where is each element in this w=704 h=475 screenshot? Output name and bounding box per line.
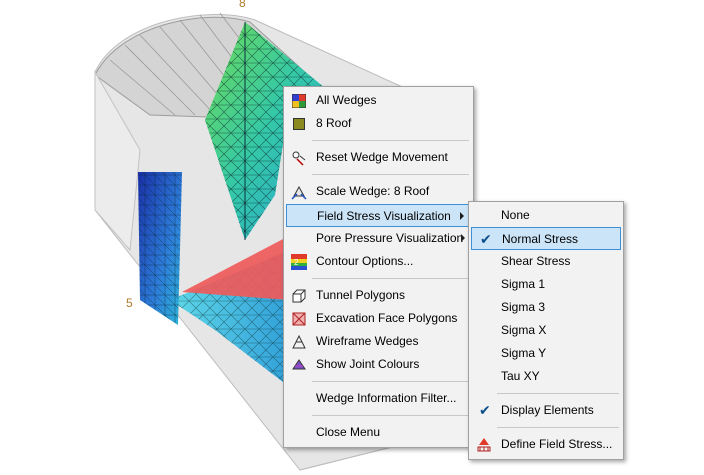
face-polygon-icon [290,310,308,328]
submenu-item-label: Sigma X [501,323,547,337]
submenu-item-label: Sigma 3 [501,300,546,314]
menu-item-reset-wedge-movement[interactable]: Reset Wedge Movement [286,146,471,169]
menu-item-close-menu[interactable]: Close Menu [286,421,471,444]
menu-item-label: Reset Wedge Movement [316,150,448,164]
field-stress-submenu: None ✔ Normal Stress Shear Stress Sigma … [468,201,624,460]
tunnel-polygon-icon [290,287,308,305]
check-icon: ✔ [480,231,492,247]
submenu-item-label: None [501,208,530,222]
menu-item-wireframe-wedges[interactable]: Wireframe Wedges [286,330,471,353]
submenu-item-label: Normal Stress [502,232,579,246]
submenu-item-define-field-stress[interactable]: Define Field Stress... [471,433,621,456]
menu-item-label: Pore Pressure Visualization [316,231,464,245]
submenu-item-label: Sigma 1 [501,277,546,291]
menu-item-label: Wedge Information Filter... [316,391,457,405]
joint-colours-icon [290,356,308,374]
menu-item-field-stress-visualization[interactable]: Field Stress Visualization [286,204,471,227]
menu-item-label: 8 Roof [316,116,352,130]
define-stress-icon [475,436,493,454]
submenu-arrow-icon [460,212,464,220]
menu-item-tunnel-polygons[interactable]: Tunnel Polygons [286,284,471,307]
scale-wedge-icon [290,183,308,201]
contour-icon: 2 [290,253,308,271]
submenu-item-label: Tau XY [501,369,540,383]
wireframe-icon [290,333,308,351]
menu-item-contour-options[interactable]: 2 Contour Options... [286,250,471,273]
all-wedges-icon [290,92,308,110]
submenu-item-sigma-1[interactable]: Sigma 1 [471,273,621,296]
context-menu: All Wedges 8 Roof Reset Wedge Movement S… [283,86,474,448]
submenu-item-label: Display Elements [501,403,594,417]
wedge-8-label: 8 [239,0,246,10]
menu-item-label: Contour Options... [316,254,414,268]
submenu-item-shear-stress[interactable]: Shear Stress [471,250,621,273]
submenu-item-normal-stress[interactable]: ✔ Normal Stress [471,227,621,250]
menu-item-label: All Wedges [316,93,377,107]
check-icon: ✔ [479,402,491,418]
menu-item-label: Close Menu [316,425,381,439]
menu-item-label: Show Joint Colours [316,357,420,371]
wedge-color-icon [290,115,308,133]
menu-item-show-joint-colours[interactable]: Show Joint Colours [286,353,471,376]
submenu-item-sigma-3[interactable]: Sigma 3 [471,296,621,319]
submenu-item-sigma-x[interactable]: Sigma X [471,319,621,342]
menu-item-label: Field Stress Visualization [317,209,451,223]
menu-item-label: Tunnel Polygons [316,288,405,302]
menu-item-excavation-face-polygons[interactable]: Excavation Face Polygons [286,307,471,330]
menu-item-label: Scale Wedge: 8 Roof [316,184,430,198]
wedge-5-label: 5 [126,296,133,310]
tunnel-wall [94,70,141,252]
submenu-item-none[interactable]: None [471,204,621,227]
submenu-item-label: Shear Stress [501,254,571,268]
menu-item-scale-wedge[interactable]: Scale Wedge: 8 Roof [286,180,471,203]
submenu-item-display-elements[interactable]: ✔ Display Elements [471,399,621,422]
submenu-item-tau-xy[interactable]: Tau XY [471,365,621,388]
submenu-arrow-icon [461,234,465,242]
svg-text:2: 2 [294,258,299,267]
menu-item-wedge-8-roof[interactable]: 8 Roof [286,112,471,135]
menu-item-pore-pressure-visualization[interactable]: Pore Pressure Visualization [286,227,471,250]
menu-item-wedge-information-filter[interactable]: Wedge Information Filter... [286,387,471,410]
red-plane [182,238,288,300]
submenu-item-label: Sigma Y [501,346,547,360]
submenu-item-sigma-y[interactable]: Sigma Y [471,342,621,365]
menu-item-label: Wireframe Wedges [316,334,419,348]
submenu-item-label: Define Field Stress... [501,437,613,451]
menu-item-label: Excavation Face Polygons [316,311,458,325]
reset-movement-icon [290,149,308,167]
menu-item-all-wedges[interactable]: All Wedges [286,89,471,112]
